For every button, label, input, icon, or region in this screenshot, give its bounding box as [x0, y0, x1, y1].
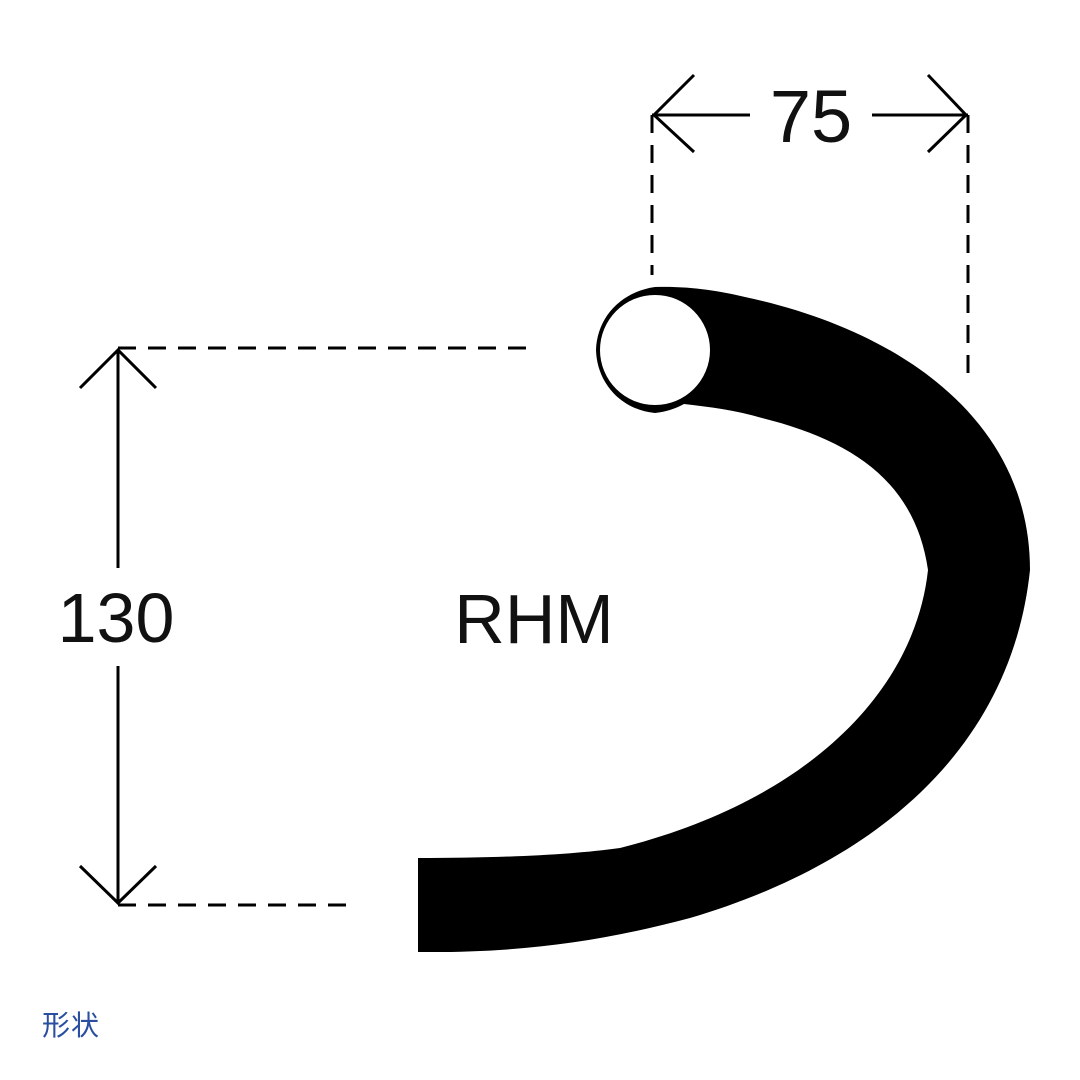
- handlebar-tube-section: [600, 295, 710, 405]
- reach-arrowhead-right: [926, 73, 969, 154]
- reach-arrowhead-left: [651, 73, 696, 154]
- drop-arrowhead-top: [78, 347, 158, 390]
- reach-label: 75: [770, 75, 852, 158]
- drop-label: 130: [58, 579, 175, 657]
- handlebar-profile: [418, 286, 1030, 953]
- drop-arrowhead-bottom: [78, 864, 158, 906]
- reach-dimension: [650, 73, 970, 378]
- shape-caption: 形状: [42, 1009, 101, 1042]
- shape-label: RHM: [454, 580, 613, 658]
- drop-dimension: [78, 346, 535, 907]
